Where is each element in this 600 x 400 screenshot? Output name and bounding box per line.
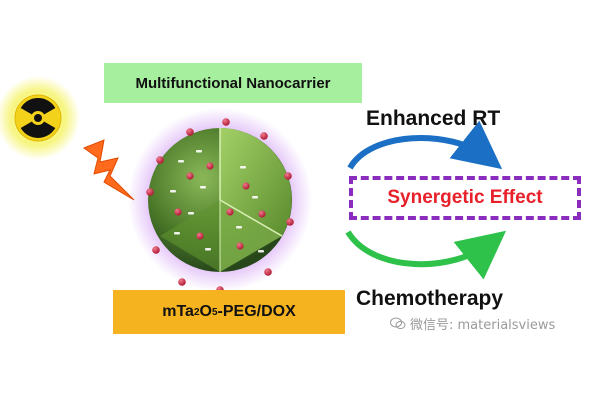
nanocarrier-sphere: [128, 108, 312, 292]
watermark: 微信号: materialsviews: [390, 314, 555, 333]
formula-mid: O: [199, 303, 212, 320]
formula-suffix: -PEG/DOX: [217, 303, 296, 320]
formula-sub-1: 2: [193, 306, 200, 318]
chemotherapy-label: Chemotherapy: [356, 287, 504, 310]
chemotherapy-arrow: [345, 230, 507, 280]
drug-molecules: [146, 118, 294, 294]
enhanced-rt-label: Enhanced RT: [366, 107, 501, 130]
radiation-hazard-icon: [0, 76, 80, 160]
lightning-bolt-icon: [82, 139, 135, 201]
wechat-icon: [390, 317, 406, 330]
nanocarrier-label: Multifunctional Nanocarrier: [104, 63, 362, 103]
synergetic-effect-label: Synergetic Effect: [387, 187, 543, 208]
watermark-text: 微信号: materialsviews: [410, 318, 556, 333]
formula-prefix: mTa: [162, 303, 194, 320]
formula-sub-2: 5: [211, 306, 218, 318]
synergetic-effect-box: Synergetic Effect: [349, 176, 581, 220]
enhanced-rt-arrow: [347, 120, 503, 170]
